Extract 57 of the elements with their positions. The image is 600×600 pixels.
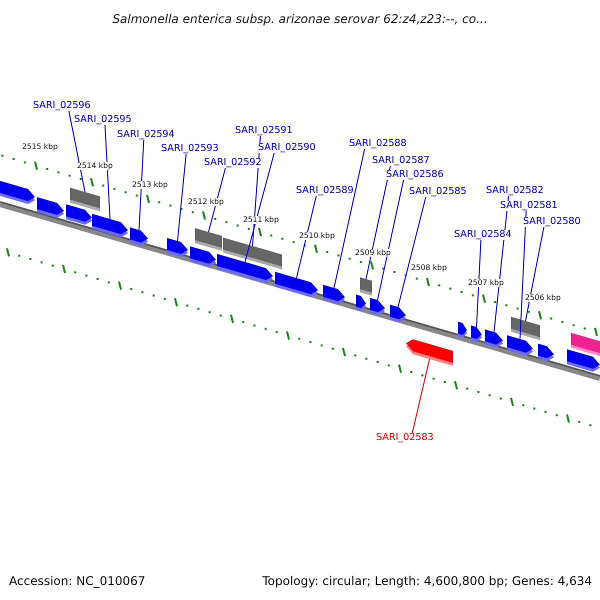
gene-label: SARI_02585 [409, 187, 467, 197]
gene-block [458, 322, 467, 338]
gene-block [37, 197, 64, 218]
gene-label: SARI_02589 [296, 186, 354, 196]
gene-block [471, 325, 482, 342]
gene-label: SARI_02590 [258, 143, 316, 153]
gene-label: SARI_02593 [161, 144, 219, 154]
gene-block [223, 237, 282, 270]
gene-block [275, 272, 318, 298]
gene-block [130, 227, 148, 246]
gene-block [370, 298, 385, 316]
gene-block [356, 294, 366, 311]
gene-block [92, 214, 128, 238]
gene-block [538, 344, 554, 362]
leader-line [525, 226, 544, 322]
gene-label: SARI_02596 [33, 101, 91, 111]
leader-line [520, 210, 527, 340]
gene-label: SARI_02591 [235, 126, 293, 136]
leader-line [476, 239, 482, 328]
leader-line [296, 195, 317, 278]
gene-label: SARI_02586 [386, 170, 444, 180]
gene-block [390, 304, 406, 322]
gene-block [0, 180, 35, 204]
leader-line [366, 165, 391, 280]
leader-line [412, 358, 430, 434]
genome-info-text: Topology: circular; Length: 4,600,800 bp; Genes: 4,634 [262, 575, 592, 587]
gene-block [70, 188, 100, 212]
gene-label: SARI_02584 [454, 230, 512, 240]
gene-label: SARI_02594 [117, 130, 175, 140]
leader-line [244, 152, 275, 262]
gene-label: SARI_02592 [204, 158, 262, 168]
gene-block [571, 332, 600, 356]
gene-label: SARI_02595 [74, 115, 132, 125]
gene-block [190, 246, 216, 267]
leader-line [208, 167, 226, 232]
gene-block [360, 277, 372, 296]
leader-line [377, 179, 404, 300]
leader-line [398, 196, 426, 308]
gene-block [511, 316, 540, 340]
leader-line [104, 124, 110, 220]
gene-block [406, 339, 453, 366]
leader-line [138, 139, 144, 230]
gene-label: SARI_02588 [349, 139, 407, 149]
gene-label: SARI_02581 [500, 201, 558, 211]
gene-label: SARI_02587 [372, 156, 430, 166]
leader-line [334, 148, 366, 288]
gene-label: SARI_02582 [486, 186, 544, 196]
leader-line [177, 153, 187, 242]
gene-block [167, 238, 188, 258]
gene-label: SARI_02583 [376, 433, 434, 443]
gene-label: SARI_02580 [523, 217, 581, 227]
accession-text: Accession: NC_010067 [9, 575, 146, 587]
gene-block [507, 335, 533, 356]
gene-block [485, 329, 503, 348]
leader-line [68, 110, 86, 192]
gene-block [195, 228, 222, 251]
gene-block [323, 284, 345, 304]
